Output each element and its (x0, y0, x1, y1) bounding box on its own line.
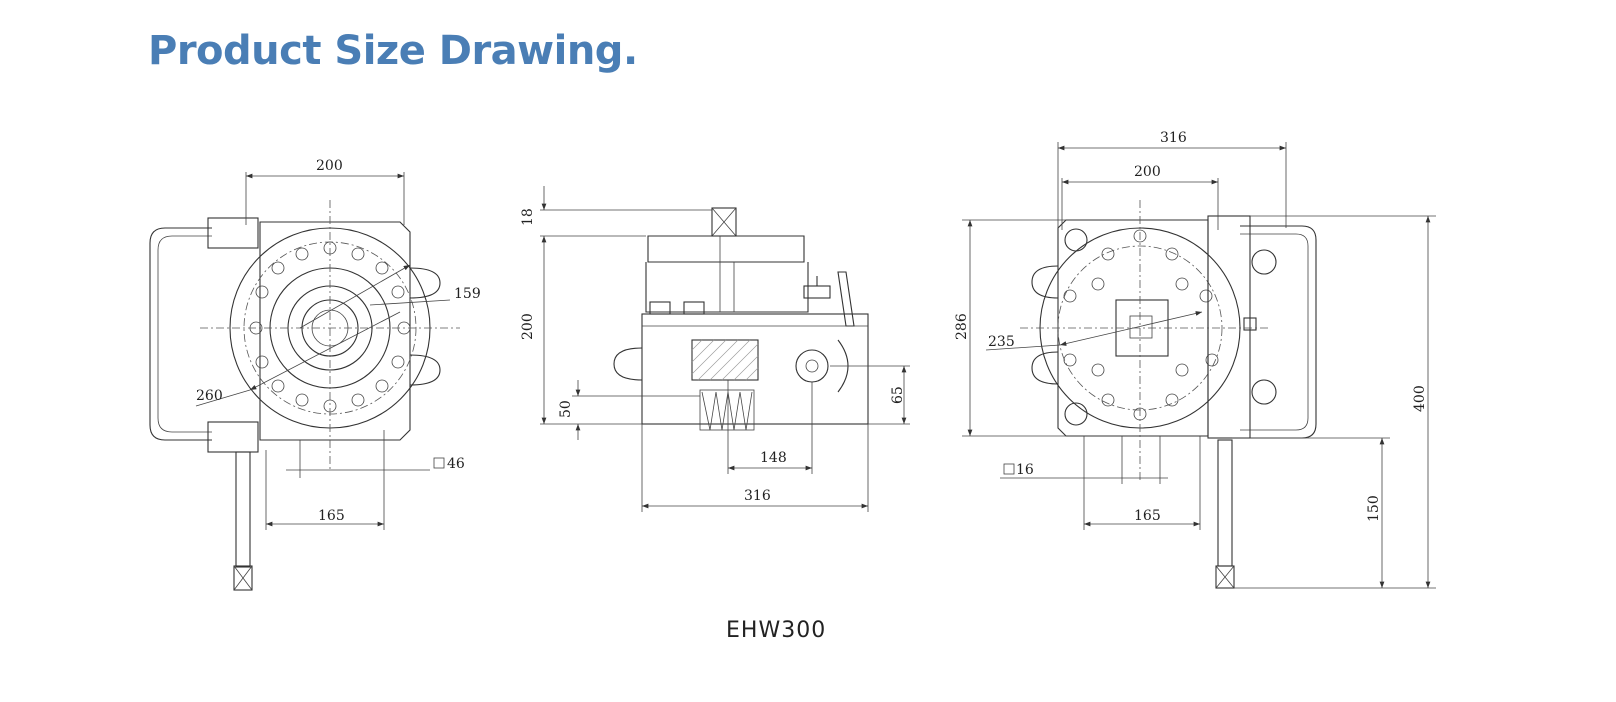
dim-65: 65 (890, 386, 906, 404)
dim-165: 165 (318, 508, 345, 524)
dim-148: 148 (760, 450, 787, 466)
right-view: 316 200 286 235 16 165 400 150 (954, 130, 1436, 589)
middle-view: 18 200 50 148 65 316 (520, 186, 910, 512)
model-label: EHW300 (726, 618, 827, 643)
dim-18: 18 (520, 208, 536, 226)
dim-165: 165 (1134, 508, 1161, 524)
dim-150: 150 (1366, 495, 1382, 522)
page-title: Product Size Drawing. (148, 28, 638, 74)
dim-400: 400 (1412, 385, 1428, 412)
dim-159: 159 (454, 286, 481, 302)
dim-286: 286 (954, 313, 970, 340)
dim-200: 200 (1134, 164, 1161, 180)
dim-316: 316 (1160, 130, 1187, 146)
dim-46: 46 (447, 456, 465, 472)
dim-200: 200 (520, 313, 536, 340)
dim-316: 316 (744, 488, 771, 504)
dim-16: 16 (1016, 462, 1034, 478)
dim-200: 200 (316, 158, 343, 174)
dim-260: 260 (196, 388, 223, 404)
left-view: 200 159 260 46 165 (149, 158, 481, 591)
dim-235: 235 (988, 334, 1015, 350)
dim-50: 50 (558, 400, 574, 418)
